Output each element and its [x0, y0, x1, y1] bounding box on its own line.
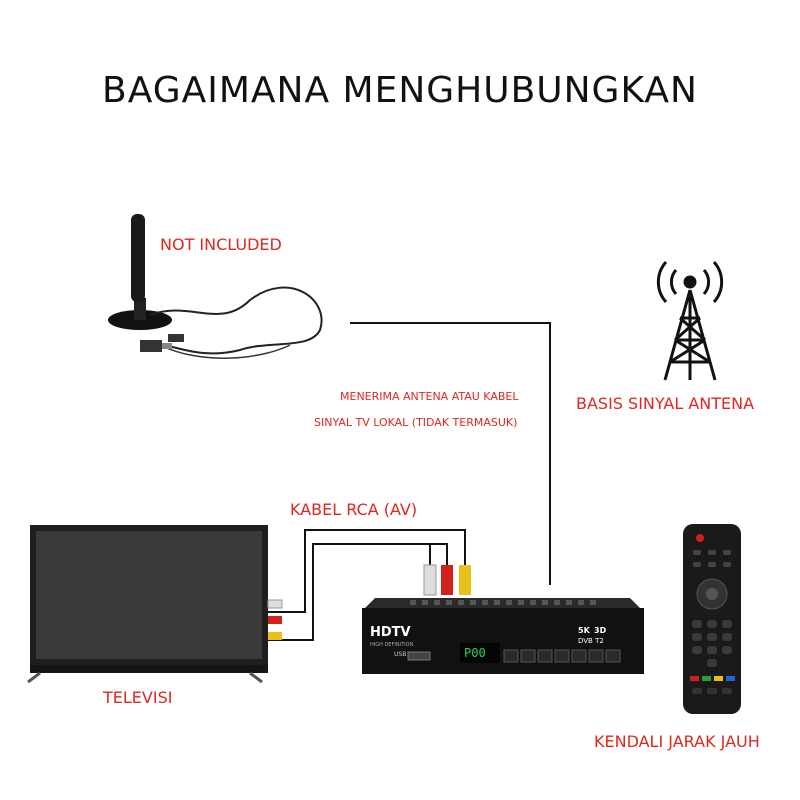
device-brand: HDTV: [370, 625, 411, 640]
kendali-label: KENDALI JARAK JAUH: [594, 732, 760, 751]
televisi-label: TELEVISI: [103, 688, 173, 707]
set-top-box: [362, 598, 644, 674]
device-usb-label: USB: [394, 651, 407, 658]
receive-signal-label-line2: SINYAL TV LOKAL (TIDAK TERMASUK): [314, 416, 518, 429]
device-badge-dvb: DVB T2: [578, 637, 604, 645]
signal-tower-icon: [656, 261, 724, 381]
remote-control: [683, 524, 741, 714]
antenna-cable-line: [350, 322, 551, 585]
television: [27, 525, 283, 684]
receive-signal-label-line1: MENERIMA ANTENA ATAU KABEL: [340, 390, 519, 403]
kabel-rca-label: KABEL RCA (AV): [290, 500, 418, 519]
device-display: P00: [464, 646, 486, 660]
indoor-antenna: [108, 214, 323, 359]
not-included-label: NOT INCLUDED: [160, 235, 282, 254]
basis-sinyal-label: BASIS SINYAL ANTENA: [576, 394, 755, 413]
page-title: BAGAIMANA MENGHUBUNGKAN: [102, 70, 698, 111]
rca-cable-line-inner: [265, 543, 448, 641]
rca-cable-line-outer: [265, 529, 466, 613]
device-badge-3d: 3D: [594, 626, 607, 635]
device-brand-sub: HIGH DEFINITION: [370, 642, 414, 648]
device-badge-res: 5K: [578, 626, 590, 635]
rca-plugs: [423, 564, 471, 596]
vent-slots: [410, 600, 596, 605]
